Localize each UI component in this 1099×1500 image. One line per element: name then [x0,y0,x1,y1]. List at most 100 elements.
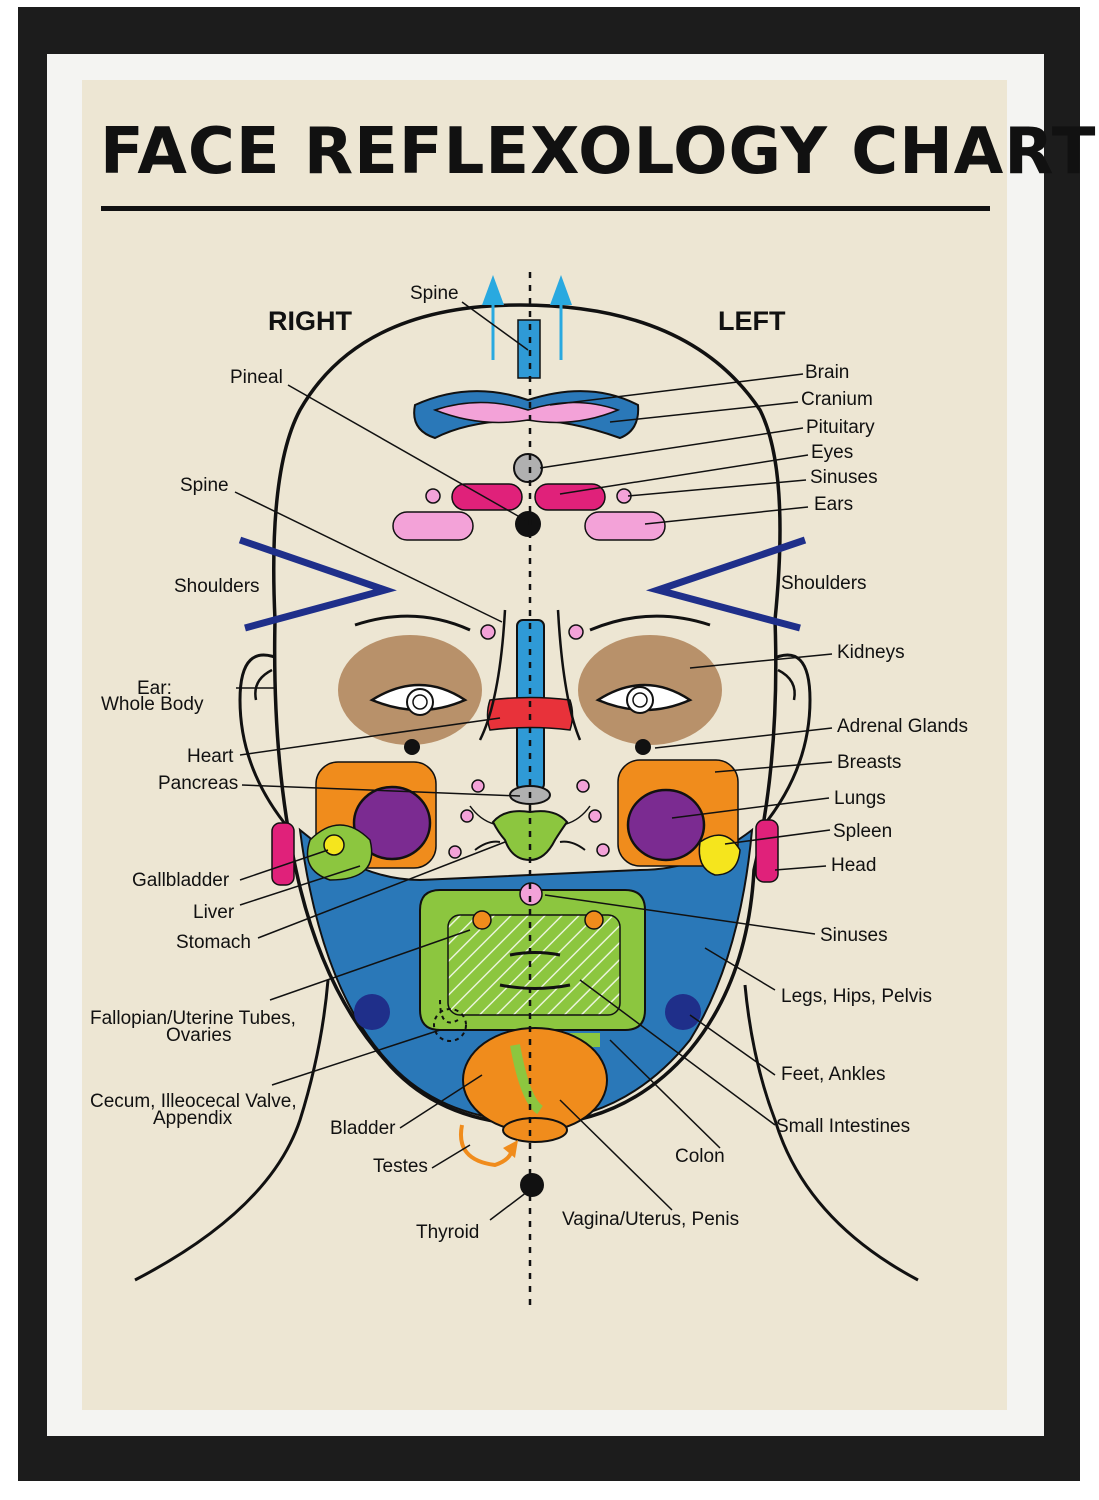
spine-dot-right [480,624,496,640]
title-underline [101,206,990,211]
label-bladder: Bladder [330,1118,396,1139]
label-lungs: Lungs [834,788,886,809]
sinus-dot-right [425,488,441,504]
ear-left-inner [777,668,796,701]
left-side-label: LEFT [718,306,786,336]
nose-line-left [556,609,582,741]
label-ear-2: Whole Body [101,694,204,715]
shoulders-line-left [645,536,807,632]
neck-right-outline [743,984,919,1282]
ear-right-inner [254,668,273,701]
nasolabial-right [474,840,501,851]
ears-region-right [392,511,474,541]
label-gallbladder: Gallbladder [132,870,230,891]
label-spine-top: Spine [410,283,459,304]
upward-arrow-left-icon [550,275,572,305]
label-brain: Brain [805,362,849,383]
nasolabial-left [559,840,586,851]
label-ear-1: Ear: [137,678,172,699]
pineal-point [515,511,541,537]
lip-dot-left [596,843,610,857]
spleen-region [698,834,741,876]
adrenal-point-right [404,739,420,755]
label-sinuses-top: Sinuses [810,467,878,488]
right-side-label: RIGHT [268,306,353,336]
label-adrenal-glands: Adrenal Glands [837,716,968,737]
label-spine-mid: Spine [180,475,229,496]
label-eyes: Eyes [811,442,853,463]
lip-dot-right [448,845,462,859]
shoulders-line-right [238,536,397,632]
label-head: Head [831,855,876,876]
brain-region [432,401,621,424]
upward-arrow-right-icon [482,275,504,305]
leader-lines [234,301,833,1221]
eyebrow-right [354,614,471,632]
head-point-left [755,819,779,883]
label-heart: Heart [187,746,234,767]
label-pancreas: Pancreas [158,773,238,794]
gallbladder-point [323,834,345,856]
label-legs-hips-pelvis: Legs, Hips, Pelvis [781,986,932,1007]
label-cranium: Cranium [801,389,873,410]
label-ears: Ears [814,494,853,515]
label-thyroid: Thyroid [416,1222,479,1243]
pupil-left [632,692,648,708]
iris-left [626,686,654,714]
label-cecum-2: Appendix [153,1108,233,1129]
leg-point-left [665,994,701,1030]
colon-descending [510,1044,544,1115]
label-feet-ankles: Feet, Ankles [781,1064,886,1085]
label-shoulders-left: Shoulders [781,573,867,594]
label-testes: Testes [373,1156,428,1177]
nostril-left [565,805,591,825]
ears-region-left [584,511,666,541]
pituitary-point [513,453,543,483]
label-colon: Colon [675,1146,725,1167]
appendix-circle [433,1008,467,1042]
spine-dot-left [568,624,584,640]
label-pineal: Pineal [230,367,283,388]
lung-right [352,785,432,861]
ovary-right [472,910,492,930]
pupil-right [412,694,428,710]
mouth-bottom [499,983,571,990]
label-spleen: Spleen [833,821,892,842]
cecum-dashed-circle [439,999,459,1024]
label-breasts: Breasts [837,752,901,773]
nose-dot-right [471,779,485,793]
label-shoulders-right: Shoulders [174,576,260,597]
label-pituitary: Pituitary [806,417,875,438]
label-stomach: Stomach [176,932,251,953]
nose-dot-left-2 [588,809,602,823]
label-liver: Liver [193,902,235,923]
label-fallopian-1: Fallopian/Uterine Tubes, [90,1008,296,1029]
testes-arrow-icon [503,1140,518,1158]
chart-title: FACE REFLEXOLOGY CHART [100,115,1097,189]
mouth-top [509,951,561,957]
head-point-right [271,822,295,886]
leg-point-right [354,994,390,1030]
nostril-right [469,805,495,825]
label-kidneys: Kidneys [837,642,905,663]
label-fallopian-2: Ovaries [166,1025,231,1046]
nose-line-right [478,609,507,741]
label-small-intestines: Small Intestines [776,1116,910,1137]
ovary-left [584,910,604,930]
neck-left-outline [134,979,330,1282]
iris-right [406,688,434,716]
adrenal-point-left [635,739,651,755]
label-sinuses-lower: Sinuses [820,925,888,946]
label-cecum-1: Cecum, Illeocecal Valve, [90,1091,297,1112]
intestine-hatch [447,914,621,1016]
testes-arrow-shaft [459,1124,514,1168]
eyes-region-left [534,483,606,511]
testes-region [502,1117,568,1143]
eyes-region-right [451,483,523,511]
bladder-region [462,1027,608,1133]
nose-dot-right-2 [460,809,474,823]
lung-left [626,788,706,862]
eyebrow-left [589,614,711,632]
thyroid-point [520,1173,544,1197]
